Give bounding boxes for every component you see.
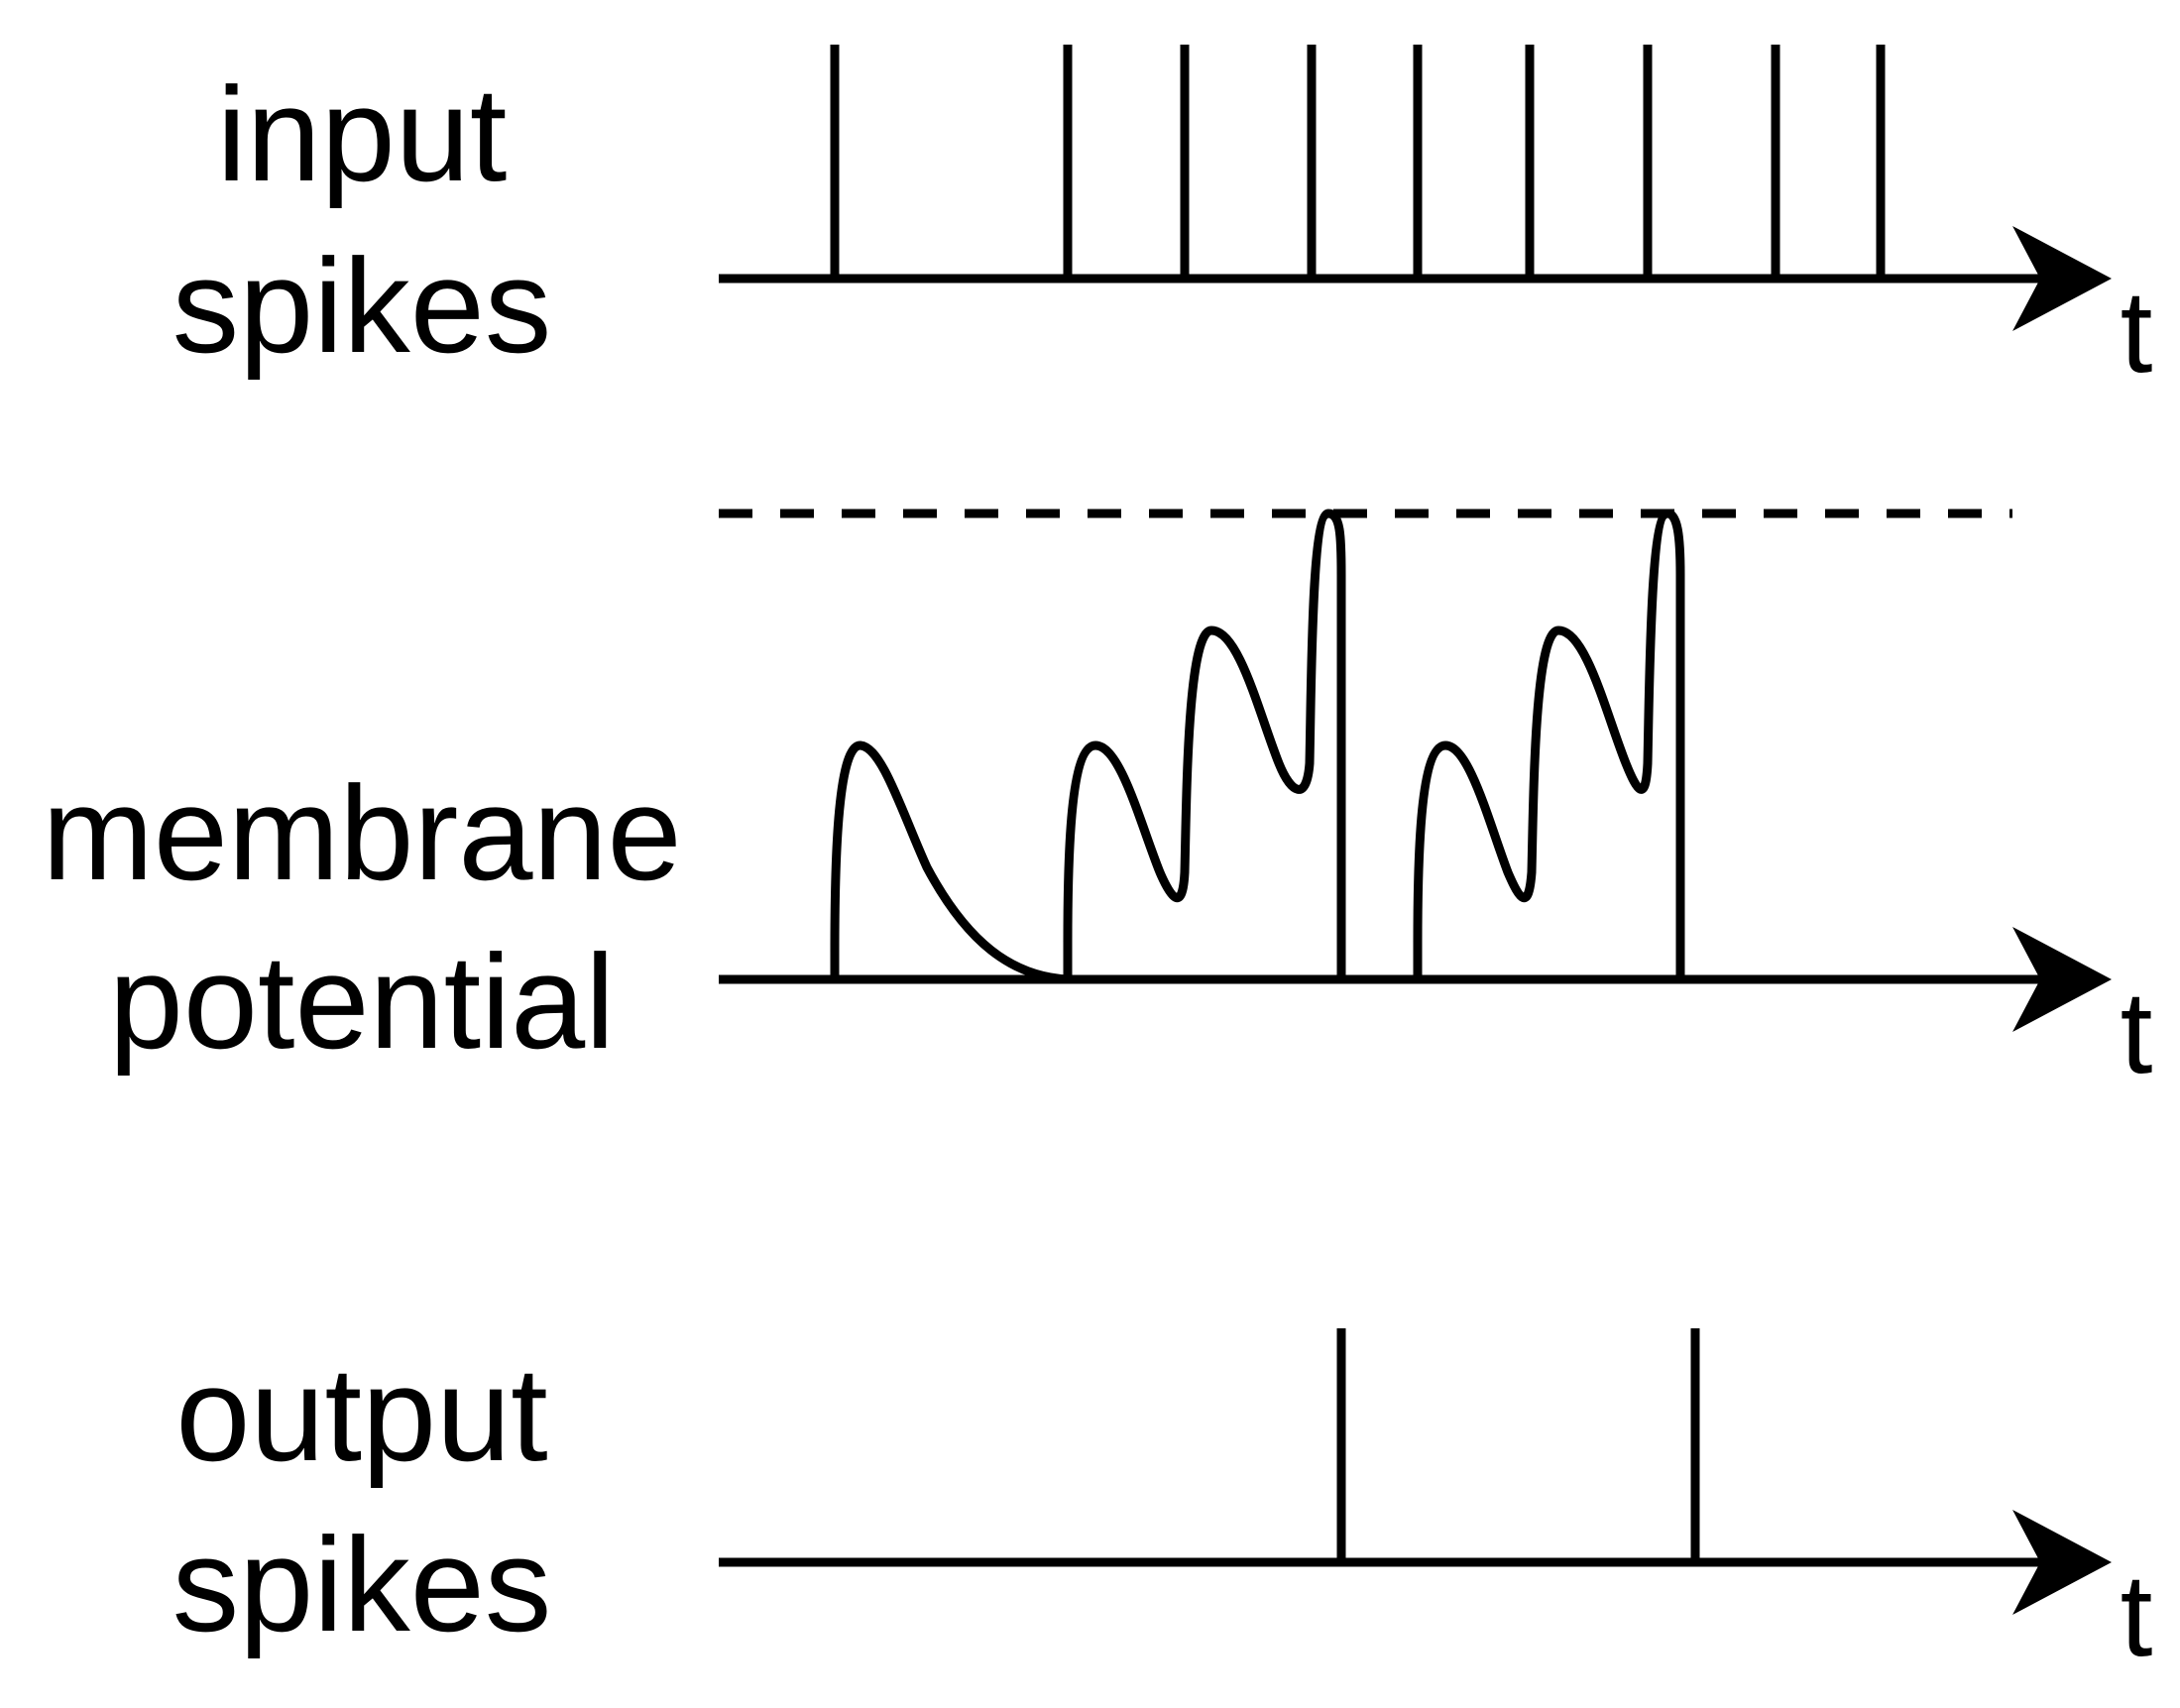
output-label-line-1: output: [175, 1339, 547, 1489]
input-spikes-panel: input spikes t: [172, 45, 2153, 398]
output-axis-arrowhead: [2012, 1510, 2112, 1615]
membrane-trace-integrate-fire-2: [1413, 509, 1685, 979]
membrane-axis-arrowhead: [2012, 927, 2112, 1032]
input-label-line-2: spikes: [172, 231, 552, 381]
input-label-line-1: input: [217, 59, 508, 209]
membrane-potential-panel: membrane potential t: [42, 509, 2153, 1098]
output-spikes-panel: output spikes t: [172, 1328, 2153, 1681]
membrane-trace-decay: [830, 740, 1069, 984]
membrane-trace-integrate-fire-1: [1063, 509, 1346, 979]
membrane-label-line-2: potential: [109, 927, 615, 1077]
membrane-axis-label: t: [2121, 968, 2153, 1098]
input-axis-label: t: [2121, 267, 2153, 398]
output-label-line-2: spikes: [172, 1510, 552, 1659]
output-axis-label: t: [2121, 1550, 2153, 1681]
membrane-label-line-1: membrane: [42, 758, 681, 908]
input-axis-arrowhead: [2012, 226, 2112, 331]
